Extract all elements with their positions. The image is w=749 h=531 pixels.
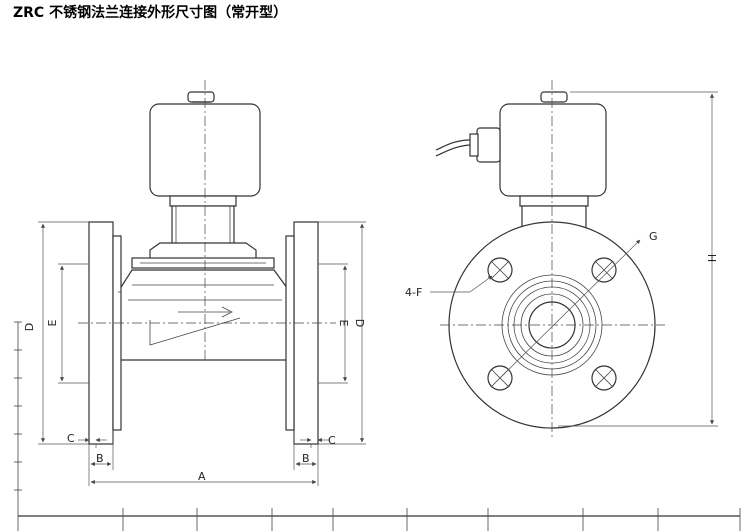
left-flange [88, 221, 114, 445]
cable-gland [476, 127, 501, 163]
table-fragment [14, 321, 741, 531]
valve-body [117, 269, 291, 361]
side-coil-housing [499, 103, 607, 197]
side-stem-collar [519, 195, 589, 207]
label-g: G [649, 230, 658, 243]
dim-c-left-label: C [67, 432, 75, 445]
dim-a-label: A [198, 470, 206, 483]
side-view: G 4-F H [405, 80, 718, 440]
right-flange-hub [285, 235, 295, 431]
dim-e-left-label: E [46, 319, 59, 326]
label-4f: 4-F [405, 286, 422, 299]
drawing-title: ZRC 不锈钢法兰连接外形尺寸图（常开型） [13, 5, 288, 21]
stem-tube [171, 205, 235, 249]
cable-gland-nut [469, 133, 479, 157]
dim-d-left-label: D [23, 323, 36, 331]
dim-c-right-label: C [328, 434, 336, 447]
right-flange [293, 221, 319, 445]
top-nut [187, 91, 215, 103]
dim-d-right-label: D [353, 319, 366, 327]
label-h: H [705, 254, 718, 262]
dim-b-left-label: B [96, 452, 104, 465]
dim-e-right-label: E [337, 320, 350, 327]
front-view: D E E D C C B B A [23, 80, 366, 486]
left-flange-hub [112, 235, 122, 431]
dim-b-right-label: B [302, 452, 310, 465]
stem-collar [169, 195, 237, 207]
side-top-nut [540, 91, 568, 103]
